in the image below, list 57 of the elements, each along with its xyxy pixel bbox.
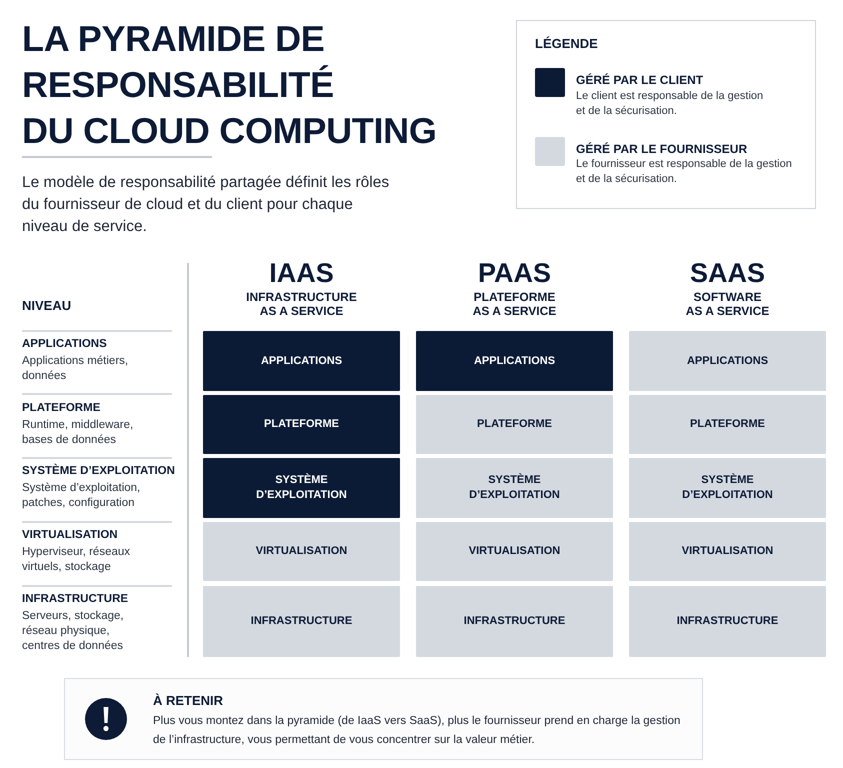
row-description: Runtime, middleware, bases de données (22, 419, 134, 446)
layer-label: VIRTUALISATION (468, 545, 560, 557)
layer-label: PLATEFORME (477, 418, 552, 430)
layer-block (629, 586, 826, 657)
layer-label: VIRTUALISATION (682, 545, 774, 557)
column-heading: SAAS (690, 258, 765, 288)
column-heading: PAAS (478, 258, 551, 288)
layer-label: INFRASTRUCTURE (250, 615, 352, 627)
column-subheading: SOFTWARE AS A SERVICE (686, 290, 770, 318)
layer-label: SYSTÈME D’EXPLOITATION (469, 474, 560, 501)
subtitle-text: Le modèle de responsabilité partagée définit les rôles du fournisseur de cloud et du client pour chaque niveau de service. (22, 174, 390, 235)
row-heading: VIRTUALISATION (22, 529, 118, 541)
column-subheading: PLATEFORME AS A SERVICE (472, 290, 556, 318)
legend-heading: LÉGENDE (535, 36, 598, 51)
layer-label: INFRASTRUCTURE (464, 615, 566, 627)
layer-block (203, 586, 400, 657)
row-description: Applications métiers, données (22, 355, 128, 382)
layer-block (629, 458, 826, 518)
row-description: Hyperviseur, réseaux virtuels, stockage (22, 546, 130, 573)
legend-description: Le fournisseur est responsable de la gestion et de la sécurisation. (576, 158, 792, 185)
layer-label: INFRASTRUCTURE (676, 615, 778, 627)
layer-block (629, 331, 826, 391)
layer-block (203, 331, 400, 391)
row-description: Serveurs, stockage, réseau physique, centres de données (22, 610, 124, 652)
row-heading: SYSTÈME D’EXPLOITATION (22, 465, 175, 477)
layer-label: APPLICATIONS (474, 354, 556, 366)
column-subheading: INFRASTRUCTURE AS A SERVICE (246, 290, 357, 318)
row-heading: APPLICATIONS (22, 338, 107, 350)
layer-label: SYSTÈME D’EXPLOITATION (256, 474, 347, 501)
legend-label: GÉRÉ PAR LE CLIENT (576, 73, 704, 87)
layer-label: APPLICATIONS (686, 354, 768, 366)
layer-label: SYSTÈME D’EXPLOITATION (682, 474, 773, 501)
layer-label: APPLICATIONS (260, 354, 342, 366)
layer-block (416, 522, 613, 581)
layer-label: PLATEFORME (264, 418, 339, 430)
layer-block (203, 395, 400, 454)
layer-block (416, 586, 613, 657)
layer-block (416, 331, 613, 391)
column-heading: IAAS (269, 258, 334, 288)
note-panel (64, 678, 703, 760)
title: LA PYRAMIDE DE RESPONSABILITÉ DU CLOUD COMPUTING (22, 18, 437, 151)
layer-block (416, 458, 613, 518)
layer-block (629, 395, 826, 454)
legend-label: GÉRÉ PAR LE FOURNISSEUR (576, 142, 748, 156)
row-heading: INFRASTRUCTURE (22, 593, 128, 605)
level-heading: NIVEAU (22, 298, 72, 313)
layer-block (203, 522, 400, 581)
note-text: Plus vous montez dans la pyramide (de IaaS vers SaaS), plus le fournisseur prend en charge la gestion de l’infrastructure, vous permettant de vous concentrer sur la valeur métier. (153, 715, 680, 746)
note-heading: À RETENIR (153, 693, 224, 708)
layer-block (416, 395, 613, 454)
layer-label: VIRTUALISATION (256, 545, 348, 557)
legend-description: Le client est responsable de la gestion et de la sécurisation. (576, 90, 764, 117)
layer-label: PLATEFORME (690, 418, 765, 430)
row-description: Système d’exploitation, patches, configuration (22, 482, 140, 509)
row-heading: PLATEFORME (22, 402, 100, 414)
layer-block (629, 522, 826, 581)
layer-block (203, 458, 400, 518)
